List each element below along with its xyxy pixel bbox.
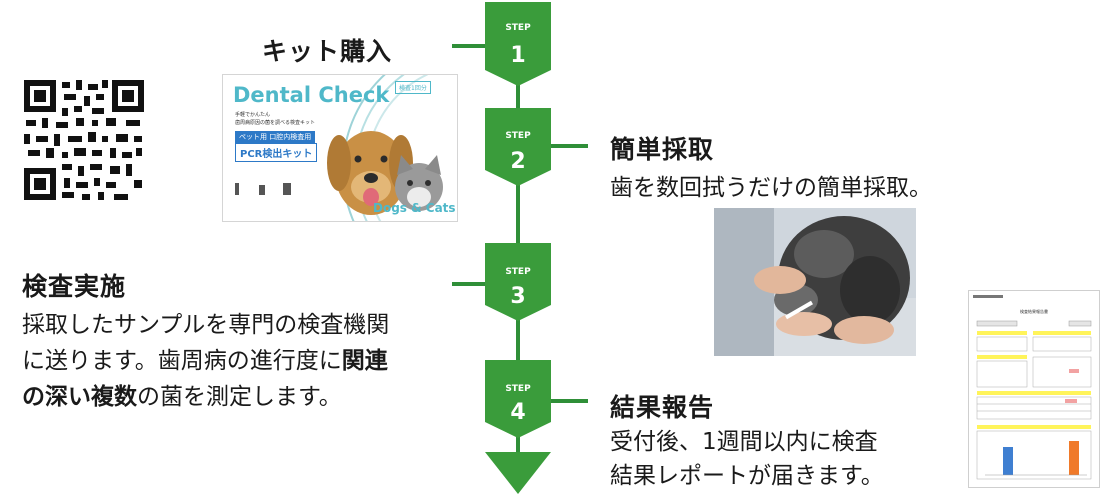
step-2-chevron: STEP 2 <box>485 108 551 186</box>
testing-line2a: に送ります。歯周病の進行度に <box>22 348 342 374</box>
sampling-title: 簡単採取 <box>610 135 715 164</box>
kit-line1: 手軽でかんたん <box>235 112 271 118</box>
result-title: 結果報告 <box>610 393 715 422</box>
kit-species: Dogs & Cats <box>373 201 456 215</box>
testing-line3: の深い複数の菌を測定します。 <box>22 379 342 415</box>
kit-brand: Dental Check <box>233 83 390 107</box>
step-2-label: STEP <box>505 131 531 141</box>
sampling-text: 歯を数回拭うだけの簡単採取。 <box>610 175 932 201</box>
step-3-number: 3 <box>510 284 525 309</box>
report-header: 検査結果報告書 <box>1020 309 1048 314</box>
step-4-label: STEP <box>505 384 531 394</box>
step-3-label: STEP <box>505 267 531 277</box>
result-line2: 結果レポートが届きます。 <box>610 463 884 489</box>
kit-box-art <box>235 75 443 221</box>
step-1-number: 1 <box>510 43 525 68</box>
kit-badge: ペット用 口腔内検査用 <box>235 131 316 143</box>
sampling-photo <box>714 208 916 356</box>
step-1-label: STEP <box>505 23 531 33</box>
result-line1: 受付後、1週間以内に検査 <box>610 429 878 455</box>
report-image: 検査結果報告書 <box>968 290 1100 488</box>
testing-line3a: の深い <box>22 384 91 410</box>
qr-code-icon[interactable] <box>22 78 146 202</box>
testing-line1: 採取したサンプルを専門の検査機関 <box>22 312 390 338</box>
step-4-number: 4 <box>510 400 525 425</box>
kit-line2: 歯周病原因の菌を調べる検査キット <box>235 120 316 126</box>
report-art <box>973 295 1092 480</box>
testing-line2b: 関連 <box>341 348 388 374</box>
testing-title: 検査実施 <box>22 272 127 301</box>
kit-pcr: PCR検出キット <box>235 143 318 162</box>
flow-end-arrow <box>485 452 551 494</box>
step-4-chevron: STEP 4 <box>485 360 551 438</box>
kit-tag: 検査1回分 <box>395 81 431 94</box>
testing-line3c: の菌を測定します。 <box>137 384 342 410</box>
testing-line2: に送ります。歯周病の進行度に関連 <box>22 343 388 379</box>
testing-line3b: 複数 <box>91 384 137 410</box>
step-1-chevron: STEP 1 <box>485 2 551 86</box>
step-2-number: 2 <box>510 149 525 174</box>
step-3-chevron: STEP 3 <box>485 243 551 321</box>
kit-title: キット購入 <box>262 37 393 66</box>
kit-box-image: Dental Check 検査1回分 手軽でかんたん 歯周病原因の菌を調べる検査… <box>222 74 458 222</box>
